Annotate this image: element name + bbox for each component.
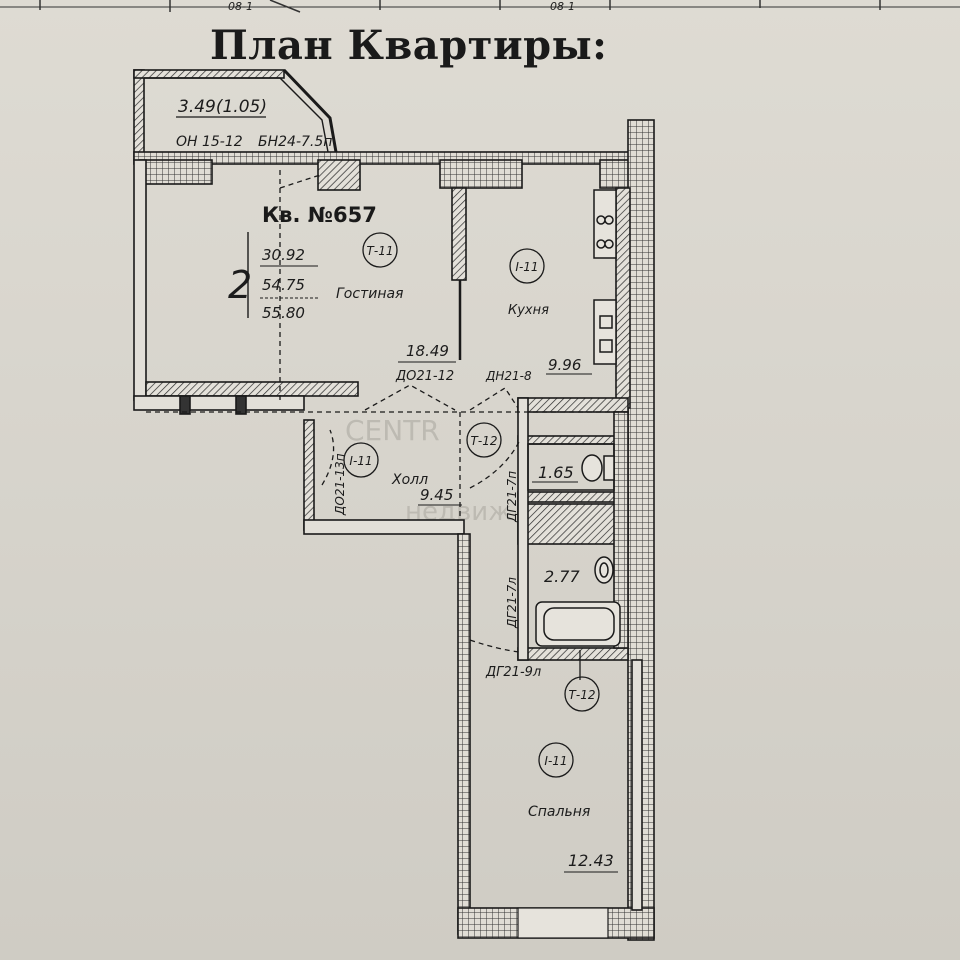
- room-area-bedroom: 12.43: [568, 851, 614, 870]
- page-title: План Квартиры:: [210, 22, 608, 69]
- fixtures: [527, 189, 621, 647]
- door-code-6: ДГ21-9л: [485, 665, 541, 680]
- balcony-wall-diagonal: [282, 68, 338, 153]
- balcony-wall-left: [133, 69, 145, 161]
- window-bedroom: [517, 907, 609, 939]
- bath-area-toilet: 1.65: [538, 463, 574, 482]
- hall-left-wall: [303, 419, 315, 531]
- door-code-4: ДГ21-7п: [505, 471, 519, 523]
- bath-wall-3: [517, 503, 629, 545]
- type-marker-hall: [343, 442, 379, 478]
- room-name-bedroom: Спальня: [528, 804, 590, 820]
- type-hall: I-11: [349, 454, 372, 468]
- kitchen-right-wall: [615, 187, 631, 409]
- kitchen-sink: [593, 299, 617, 365]
- bath-area-bathroom: 2.77: [544, 567, 580, 586]
- window-kitchen-right: [599, 159, 631, 189]
- living-lower-wall: [133, 395, 305, 411]
- living-bottom-wall: [145, 381, 359, 397]
- area-total: 54.75: [262, 276, 305, 294]
- type-marker-kitchen: [509, 248, 545, 284]
- bath-wall-4: [517, 647, 629, 661]
- type-marker-living: [362, 232, 398, 268]
- stove: [593, 189, 617, 259]
- type-living: Т-11: [367, 244, 394, 258]
- balcony-area: 3.49(1.05): [178, 97, 267, 117]
- top-mark-2: 08-1: [550, 0, 575, 13]
- balcony-window-code: ОН 15-12: [176, 134, 243, 150]
- room-area-hall: 9.45: [420, 486, 453, 504]
- balcony-wall-top: [133, 69, 285, 79]
- top-cut-marks: [0, 0, 960, 13]
- room-name-hall: Холл: [391, 472, 428, 488]
- top-mark-1: 08-1: [228, 0, 253, 13]
- partition-living-kitchen: [451, 187, 467, 281]
- walls: [133, 68, 655, 941]
- area-total-with-balcony: 55.80: [262, 304, 305, 322]
- bath-wall-2: [517, 491, 629, 503]
- bath-wall-1: [517, 397, 629, 413]
- balcony-door-code: БН24-7.5п: [258, 134, 332, 150]
- type-marker-corridor: [466, 422, 502, 458]
- bath-left-wall: [517, 397, 529, 661]
- door-code-2: ДН21-8: [485, 369, 532, 383]
- area-living-total: 30.92: [262, 246, 305, 264]
- toilet: [581, 454, 603, 482]
- watermark-line-1: CENTR: [345, 414, 440, 447]
- left-wall: [133, 159, 147, 401]
- balcony-door-frame: [317, 159, 361, 191]
- type-marker-bedroom-2: [564, 676, 600, 712]
- type-bedroom: I-11: [544, 754, 567, 768]
- room-name-kitchen: Кухня: [508, 303, 549, 318]
- window-living-left: [139, 159, 213, 185]
- type-bedroom-2: Т-12: [569, 688, 596, 702]
- door-swings: [146, 170, 628, 680]
- type-marker-bedroom: [538, 742, 574, 778]
- door-code-3: ДО21-13п: [333, 453, 347, 516]
- door-code-1: ДО21-12: [395, 369, 454, 384]
- type-corridor: Т-12: [471, 434, 498, 448]
- bedroom-left-wall: [457, 533, 471, 935]
- window-kitchen: [439, 159, 523, 189]
- room-name-living: Гостиная: [336, 286, 403, 302]
- room-area-living: 18.49: [406, 342, 449, 360]
- door-code-5: ДГ21-7л: [505, 577, 519, 629]
- apartment-number: Кв. №657: [262, 203, 377, 227]
- room-area-kitchen: 9.96: [548, 356, 581, 374]
- type-kitchen: I-11: [515, 260, 538, 274]
- hall-bottom-wall: [303, 519, 465, 535]
